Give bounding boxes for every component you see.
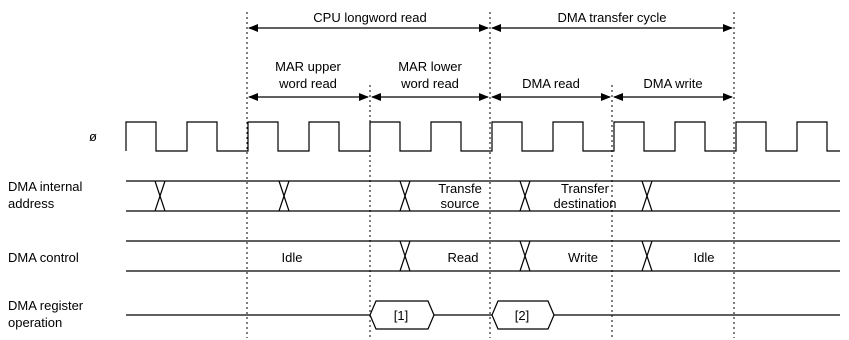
control-lower-line <box>126 240 840 272</box>
dma-register-bus: [1] [2] <box>126 300 840 330</box>
register-op-1: [1] <box>394 308 408 323</box>
cpu-read-label: CPU longword read <box>313 10 426 25</box>
mar-lower-label-line2: word read <box>400 76 459 91</box>
address-upper-line <box>126 180 840 212</box>
dma-register-label-line1: DMA register <box>8 298 84 313</box>
dma-cycle-label: DMA transfer cycle <box>557 10 666 25</box>
control-idle-1: Idle <box>282 250 303 265</box>
dma-register-label-line2: operation <box>8 315 62 330</box>
register-line-lower <box>369 314 555 330</box>
address-destination-line2: destination <box>554 196 617 211</box>
dma-read-label: DMA read <box>522 76 580 91</box>
control-upper-line <box>126 240 840 272</box>
mar-upper-label-line1: MAR upper <box>275 59 341 74</box>
register-line <box>126 300 840 316</box>
clock-label: ø <box>89 129 97 144</box>
dma-write-label: DMA write <box>643 76 702 91</box>
top-arrows: CPU longword read DMA transfer cycle <box>248 10 733 32</box>
dma-address-label-line2: address <box>8 196 55 211</box>
phase-arrows: MAR upper word read MAR lower word read … <box>248 59 733 101</box>
dma-address-label-line1: DMA internal <box>8 179 83 194</box>
dma-control-label: DMA control <box>8 250 79 265</box>
address-source-line1: Transfe <box>438 181 482 196</box>
mar-lower-label-line1: MAR lower <box>398 59 462 74</box>
register-op-2: [2] <box>515 308 529 323</box>
control-read: Read <box>447 250 478 265</box>
address-source-line2: source <box>440 196 479 211</box>
address-destination-line1: Transfer <box>561 181 610 196</box>
dma-control-bus: Idle Read Write Idle <box>126 240 840 272</box>
control-idle-2: Idle <box>694 250 715 265</box>
mar-upper-label-line2: word read <box>278 76 337 91</box>
row-labels: ø DMA internal address DMA control DMA r… <box>8 129 97 330</box>
control-write: Write <box>568 250 598 265</box>
dma-address-bus: Transfe source Transfer destination <box>126 180 840 212</box>
address-lower-line <box>126 180 840 212</box>
clock-waveform <box>125 121 840 152</box>
